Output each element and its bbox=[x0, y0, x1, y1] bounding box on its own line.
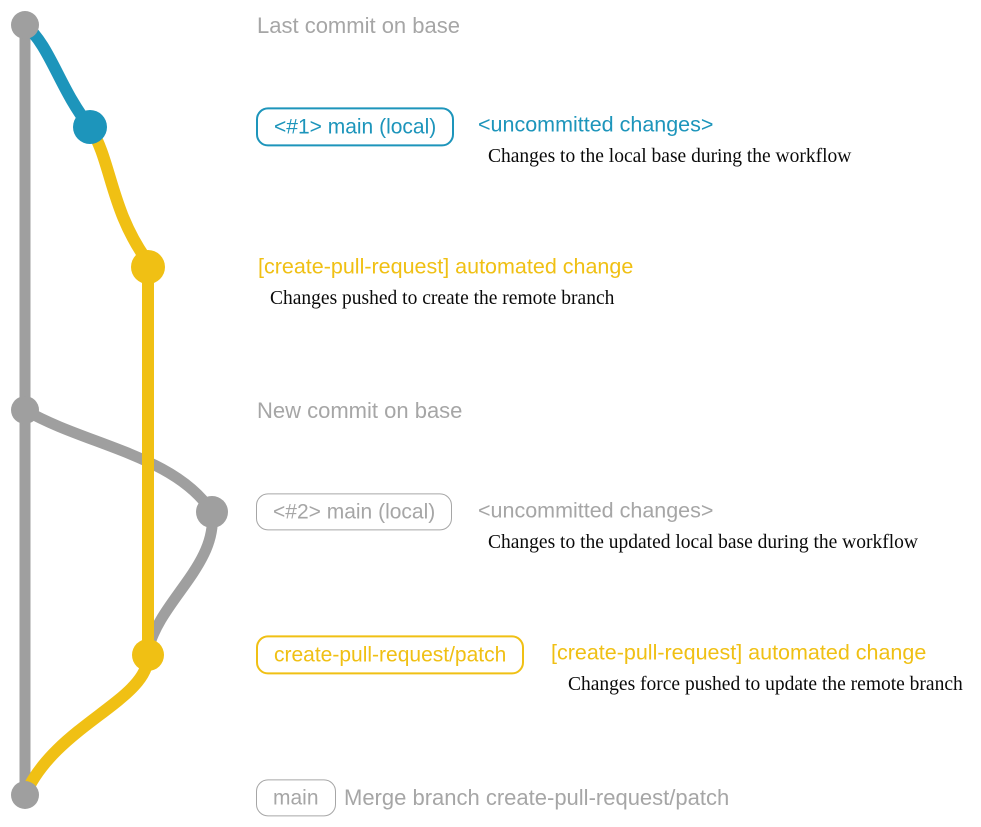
patch-branch-badge: create-pull-request/patch bbox=[256, 635, 525, 675]
local-main-2-badge: <#2> main (local) bbox=[256, 493, 453, 531]
updated-local-main-branch-line bbox=[19, 404, 218, 656]
automated-change-1-description: Changes pushed to create the remote bran… bbox=[270, 288, 615, 309]
merge-commit-label: Merge branch create-pull-request/patch bbox=[344, 785, 730, 810]
local-main-branch-line bbox=[19, 19, 96, 133]
new-commit-label: New commit on base bbox=[257, 398, 463, 423]
local-main-1-description: Changes to the local base during the wor… bbox=[488, 146, 852, 167]
automated-change-2-description: Changes force pushed to update the remot… bbox=[568, 674, 963, 695]
automated-change-1-heading: [create-pull-request] automated change bbox=[258, 254, 634, 279]
create-pull-request-branch-line bbox=[84, 121, 154, 661]
automated-change-1-commit-dot bbox=[131, 250, 165, 284]
automated-change-2-commit-dot bbox=[132, 639, 164, 671]
local-main-2-heading: <uncommitted changes> bbox=[478, 498, 714, 523]
new-commit-on-base-dot bbox=[11, 396, 39, 424]
automated-change-2-heading: [create-pull-request] automated change bbox=[551, 640, 927, 665]
local-main-2-description: Changes to the updated local base during… bbox=[488, 532, 918, 553]
local-main-1-badge: <#1> main (local) bbox=[256, 107, 455, 147]
local-main-2-commit-dot bbox=[196, 496, 228, 528]
merge-commit-dot bbox=[11, 781, 39, 809]
last-commit-label: Last commit on base bbox=[257, 13, 460, 38]
local-main-1-heading: <uncommitted changes> bbox=[478, 112, 714, 137]
main-branch-badge: main bbox=[256, 779, 336, 817]
patch-merge-line bbox=[19, 649, 155, 801]
local-main-1-commit-dot bbox=[73, 110, 107, 144]
last-commit-on-base-dot bbox=[11, 11, 39, 39]
